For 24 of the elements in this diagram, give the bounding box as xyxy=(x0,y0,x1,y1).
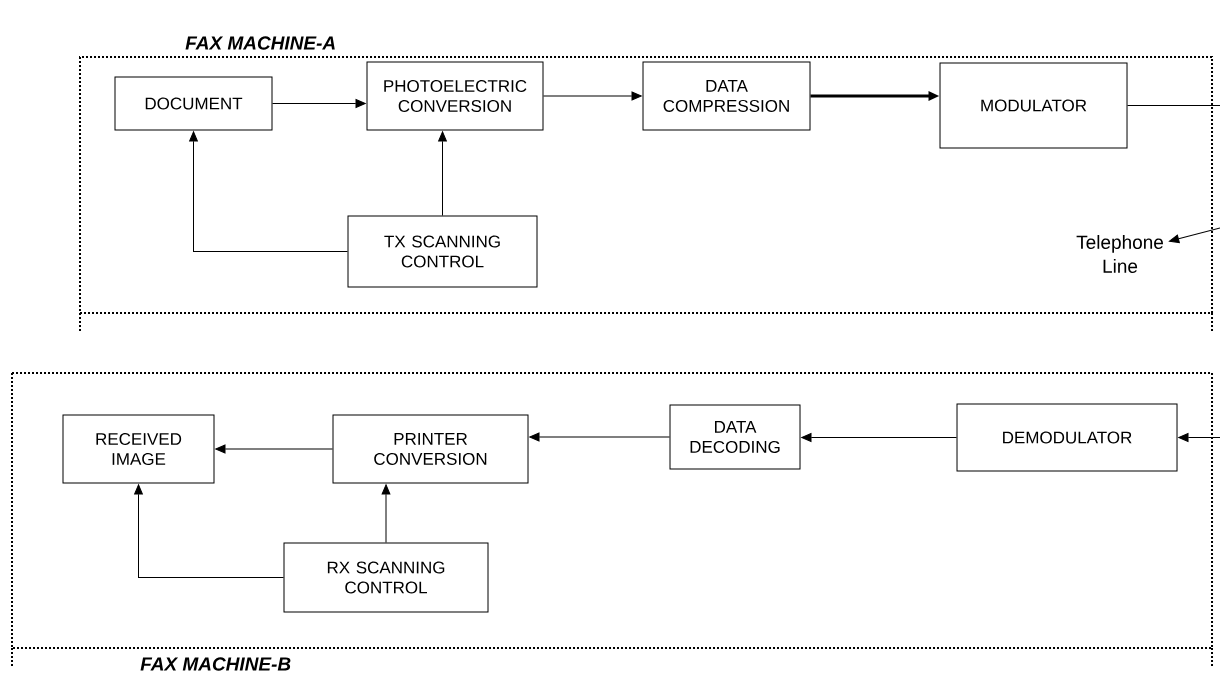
block-box: MODULATOR xyxy=(939,62,1128,149)
frame-heading: FAX MACHINE-A xyxy=(185,36,335,50)
block-box: RECEIVED IMAGE xyxy=(62,414,215,484)
block-box: RX SCANNING CONTROL xyxy=(283,542,489,613)
block-box: DEMODULATOR xyxy=(956,403,1178,472)
arrow xyxy=(529,432,670,442)
arrow xyxy=(381,484,391,543)
arrow xyxy=(272,99,366,108)
block-box: PHOTOELECTRIC CONVERSION xyxy=(366,61,544,131)
arrow xyxy=(543,91,642,101)
block-box: DATA DECODING xyxy=(669,404,801,470)
arrow xyxy=(1178,433,1220,442)
arrow xyxy=(134,484,284,578)
block-box: DATA COMPRESSION xyxy=(642,61,811,131)
arrow xyxy=(438,131,447,216)
block-box: TX SCANNING CONTROL xyxy=(347,215,538,288)
line-label: Telephone Line xyxy=(1076,235,1163,273)
arrow xyxy=(801,433,957,442)
block-box: DOCUMENT xyxy=(114,76,273,131)
block-box: PRINTER CONVERSION xyxy=(332,414,529,484)
arrow xyxy=(189,131,348,252)
leader-line xyxy=(1169,227,1220,244)
arrow xyxy=(215,444,333,454)
frame-heading: FAX MACHINE-B xyxy=(140,657,291,671)
